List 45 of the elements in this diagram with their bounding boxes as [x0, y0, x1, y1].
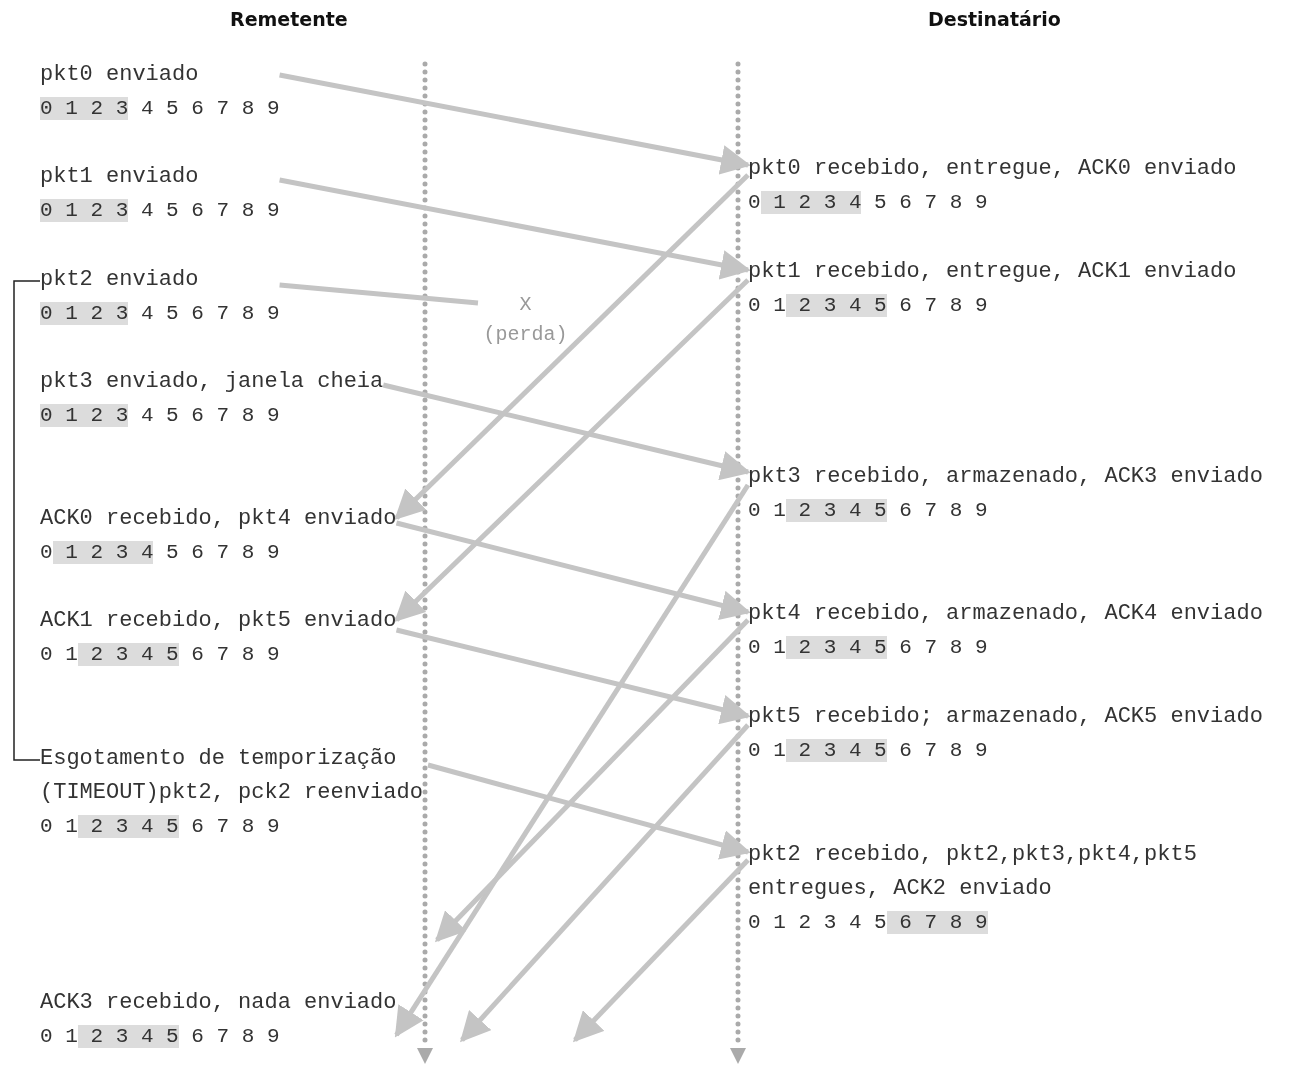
sequence-window: 0 1 2 3 4 5 6 7 8 9	[748, 631, 988, 665]
arrow	[427, 762, 751, 860]
event-text: pkt2 enviado	[40, 266, 199, 294]
arrow	[395, 520, 751, 620]
sequence-window: 0 1 2 3 4 5 6 7 8 9	[40, 399, 280, 433]
sequence-window: 0 1 2 3 4 5 6 7 8 9	[40, 536, 280, 570]
line	[279, 282, 479, 306]
arrow	[395, 627, 751, 725]
column-heading: Destinatário	[928, 8, 1061, 30]
event-text: pkt3 enviado, janela cheia	[40, 368, 384, 396]
sequence-window: 0 1 2 3 4 5 6 7 8 9	[40, 1020, 280, 1054]
arrow	[572, 858, 750, 1043]
sequence-window: 0 1 2 3 4 5 6 7 8 9	[40, 297, 280, 331]
arrow	[382, 382, 751, 481]
event-text: pkt3 recebido, armazenado, ACK3 enviado	[748, 463, 1263, 491]
event-text: pkt5 recebido; armazenado, ACK5 enviado	[748, 703, 1263, 731]
sequence-window: 0 1 2 3 4 5 6 7 8 9	[748, 186, 988, 220]
event-text: ACK0 recebido, pkt4 enviado	[40, 505, 397, 533]
arrow	[279, 72, 751, 175]
arrow	[394, 173, 750, 521]
event-text: ACK3 recebido, nada enviado	[40, 989, 397, 1017]
arrow	[434, 618, 750, 943]
arrow	[394, 483, 751, 1038]
sequence-window: 0 1 2 3 4 5 6 7 8 9	[748, 289, 988, 323]
loss-mark: X	[518, 292, 533, 318]
arrow	[279, 177, 751, 280]
event-text: pkt1 recebido, entregue, ACK1 enviado	[748, 258, 1237, 286]
sequence-window: 0 1 2 3 4 5 6 7 8 9	[40, 194, 280, 228]
sequence-window: 0 1 2 3 4 5 6 7 8 9	[748, 494, 988, 528]
event-text: pkt1 enviado	[40, 163, 199, 191]
sequence-window: 0 1 2 3 4 5 6 7 8 9	[40, 92, 280, 126]
sequence-window: 0 1 2 3 4 5 6 7 8 9	[748, 906, 988, 940]
event-text: Esgotamento de temporização (TIMEOUT)pkt2, pck2 reenviado	[40, 745, 424, 807]
sequence-window: 0 1 2 3 4 5 6 7 8 9	[40, 810, 280, 844]
sequence-window: 0 1 2 3 4 5 6 7 8 9	[748, 734, 988, 768]
arrow	[460, 723, 750, 1043]
loss-note: (perda)	[482, 322, 569, 348]
event-text: pkt0 enviado	[40, 61, 199, 89]
column-heading: Remetente	[230, 8, 348, 30]
event-text: pkt2 recebido, pkt2,pkt3,pkt4,pkt5 entregues, ACK2 enviado	[748, 841, 1198, 903]
arrow	[394, 278, 750, 623]
sequence-window: 0 1 2 3 4 5 6 7 8 9	[40, 638, 280, 672]
event-text: ACK1 recebido, pkt5 enviado	[40, 607, 397, 635]
event-text: pkt0 recebido, entregue, ACK0 enviado	[748, 155, 1237, 183]
event-text: pkt4 recebido, armazenado, ACK4 enviado	[748, 600, 1263, 628]
